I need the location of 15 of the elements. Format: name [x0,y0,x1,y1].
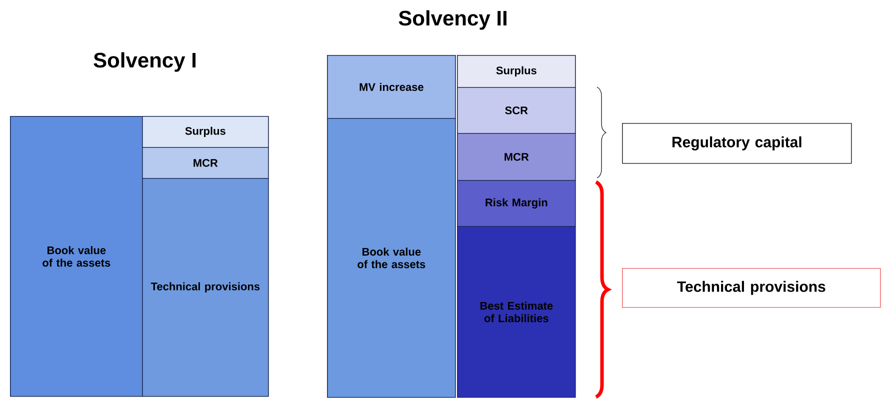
balance-sheet-block: Technical provisions [142,178,269,397]
balance-sheet-block: Book value of the assets [10,116,143,397]
balance-sheet-block: Book value of the assets [327,118,456,398]
balance-sheet-block: MCR [457,133,576,181]
balance-sheet-block: Surplus [457,55,576,88]
balance-sheet-block: Risk Margin [457,180,576,227]
heading: Solvency I [94,52,196,72]
callout-box: Technical provisions [622,268,881,308]
heading: Solvency II [398,10,506,30]
balance-sheet-block: MV increase [327,55,456,119]
balance-sheet-block: Surplus [142,116,269,148]
callout-box: Regulatory capital [622,123,852,164]
balance-sheet-block: SCR [457,87,576,134]
balance-sheet-block: Best Estimate of Liabilities [457,226,576,398]
balance-sheet-block: MCR [142,147,269,179]
